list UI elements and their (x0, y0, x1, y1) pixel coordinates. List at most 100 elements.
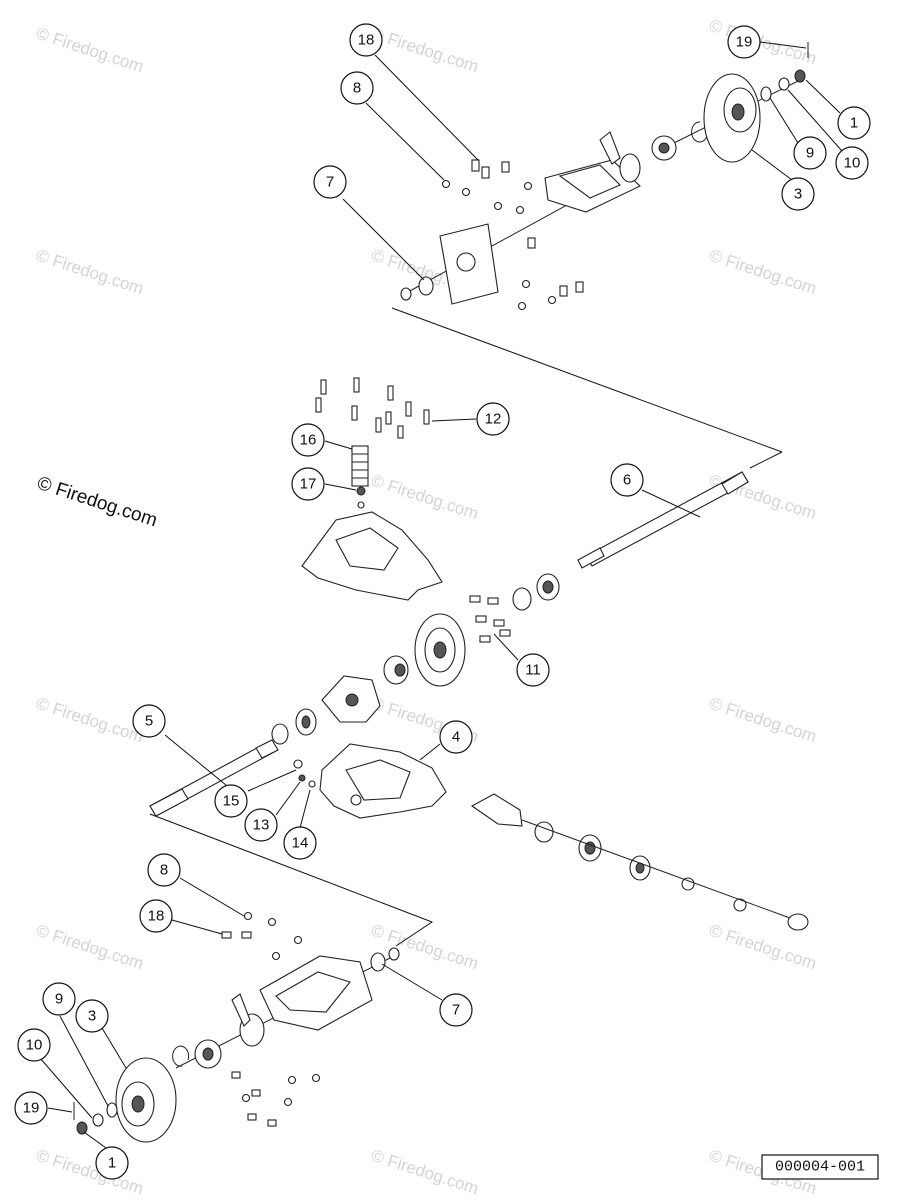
callout-label: 12 (485, 411, 502, 428)
bolt (575, 281, 584, 293)
washer (760, 86, 772, 102)
ring-gear-bolt (479, 635, 491, 643)
callout-10: 10 (17, 1028, 51, 1062)
ring-gear-bore (433, 641, 447, 659)
watermark: © Firedog.com (34, 24, 146, 77)
castle-nut (778, 77, 790, 91)
side-bearing-bore (394, 663, 406, 677)
case-bolt (320, 379, 327, 395)
spring (351, 445, 369, 487)
callout-label: 17 (300, 476, 317, 493)
leader-line (39, 1057, 93, 1119)
bolt (527, 237, 536, 249)
callout-17: 17 (291, 467, 325, 501)
differential-pinion (345, 693, 359, 707)
drawing-number-box: 000004-001 (761, 1154, 879, 1180)
axle-shaft-6 (577, 471, 749, 569)
callout-label: 19 (736, 34, 753, 51)
snap-ring (733, 898, 747, 912)
snap-ring (172, 1045, 190, 1067)
leader-line (324, 440, 353, 450)
leader-line (59, 1015, 109, 1107)
watermark: © Firedog.com (34, 921, 146, 974)
leader-line (171, 919, 223, 935)
callout-label: 4 (452, 729, 460, 746)
callout-label: 9 (55, 991, 63, 1008)
leader-line (365, 102, 445, 181)
callout-7: 7 (439, 993, 473, 1027)
plug-washer (308, 780, 316, 788)
nut (441, 179, 451, 189)
bearing-bore (301, 715, 311, 729)
leader-line (324, 483, 357, 491)
oil-seal (370, 952, 386, 972)
callout-label: 19 (23, 1100, 40, 1117)
bolt (471, 159, 480, 172)
callout-1: 1 (95, 1146, 129, 1180)
callout-label: 13 (253, 817, 270, 834)
housing-tube-end (619, 153, 641, 183)
nut (517, 301, 527, 311)
bearing-bore (584, 841, 596, 855)
nut (271, 951, 281, 961)
callout-label: 10 (26, 1037, 43, 1054)
callout-label: 18 (148, 908, 165, 925)
callout-8: 8 (340, 71, 374, 105)
shaft-spline (577, 547, 605, 569)
assembly-connection-line (391, 307, 783, 453)
oil-seal (418, 276, 434, 296)
bolt (251, 1089, 261, 1097)
nut (493, 201, 503, 211)
retainer-nut (76, 1121, 88, 1135)
washer (106, 1102, 118, 1118)
leader-line (381, 963, 443, 1001)
ring-gear-bolt (487, 597, 499, 605)
callout-19: 19 (727, 25, 761, 59)
nut (241, 1093, 251, 1103)
detent-ball-small (357, 501, 365, 509)
leader-line (769, 97, 799, 144)
callout-label: 8 (160, 862, 168, 879)
nut (311, 1073, 321, 1083)
leader-lines (39, 41, 843, 1149)
callout-5: 5 (132, 704, 166, 738)
retainer-nut (794, 69, 806, 83)
end-washer (787, 913, 809, 931)
watermark: © Firedog.com (34, 246, 146, 299)
breather-plug (293, 759, 303, 769)
callout-14: 14 (283, 826, 317, 860)
bolt (559, 285, 568, 297)
castle-nut (92, 1113, 104, 1127)
detent-ball (356, 486, 366, 496)
callout-label: 14 (292, 835, 309, 852)
nut (283, 1097, 293, 1107)
drawing-number: 000004-001 (775, 1159, 865, 1176)
callout-label: 10 (844, 155, 861, 172)
housing-bracket (558, 164, 621, 199)
leader-line (641, 489, 701, 518)
bearing-bore (202, 1047, 214, 1061)
callout-15: 15 (214, 784, 248, 818)
housing-bracket (275, 971, 351, 1013)
nut (287, 1075, 297, 1085)
assembly-connection-line (149, 813, 434, 947)
callout-label: 1 (108, 1155, 116, 1172)
callout-6: 6 (610, 463, 644, 497)
ring-gear-bolt (469, 595, 481, 603)
leader-line (493, 633, 519, 661)
case-bolt (387, 385, 394, 401)
leader-line (431, 418, 477, 422)
bolt (267, 1119, 277, 1127)
leader-line (247, 769, 297, 792)
copyright-notice: © Firedog.com (34, 473, 159, 532)
drain-plug (298, 774, 306, 782)
callout-11: 11 (516, 653, 550, 687)
callout-18: 18 (349, 23, 383, 57)
callout-label: 5 (145, 713, 153, 730)
callout-label: 6 (623, 472, 631, 489)
bearing-bore (658, 142, 670, 154)
leader-line (759, 41, 807, 49)
shaft-spline (721, 471, 749, 495)
nut (521, 279, 531, 289)
